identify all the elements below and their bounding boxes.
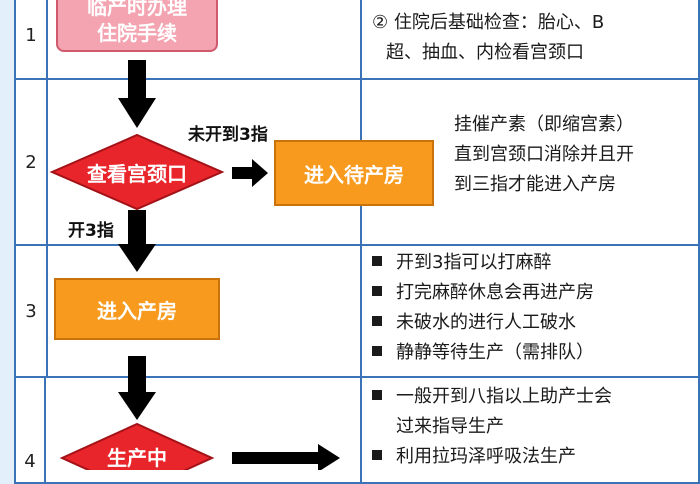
row-1: 1 ② 住院后基础检查：胎心、B 超、抽血、内检看宫颈口 <box>16 0 698 80</box>
text-line: ② 住院后基础检查：胎心、B <box>372 12 605 33</box>
bullet-text: 一般开到八指以上助产士会 <box>396 386 612 407</box>
bullet-item: 过来指导生产 <box>372 412 688 442</box>
bullet-item: 未破水的进行人工破水 <box>372 308 688 338</box>
decision-text: 查看宫颈口 <box>87 161 187 186</box>
row-4-bullets: 一般开到八指以上助产士会 过来指导生产 利用拉玛泽呼吸法生产 <box>372 382 688 472</box>
text-line: 超、抽血、内检看宫颈口 <box>386 42 584 63</box>
bullet-item: 利用拉玛泽呼吸法生产 <box>372 442 688 472</box>
bullet-text: 未破水的进行人工破水 <box>396 312 576 333</box>
text-line: 挂催产素（即缩宫素） <box>454 114 634 135</box>
bullet-square-icon <box>372 450 382 460</box>
right-arrow-icon <box>232 444 340 470</box>
bullet-item: 开到3指可以打麻醉 <box>372 248 688 278</box>
row-2-text: 挂催产素（即缩宫素） 直到宫颈口消除并且开 到三指才能进入产房 <box>454 110 688 200</box>
decision-diamond <box>59 422 215 470</box>
down-arrow-icon <box>118 210 156 272</box>
down-arrow-icon <box>118 356 156 420</box>
bullet-item: 静静等待生产（需排队） <box>372 338 688 368</box>
decision-diamond <box>49 133 225 211</box>
bullet-text: 静静等待生产（需排队） <box>396 342 594 363</box>
row-number: 1 <box>16 0 48 78</box>
bullet-text: 利用拉玛泽呼吸法生产 <box>396 446 576 467</box>
box-line: 临产时办理 <box>87 0 187 19</box>
bullet-square-icon <box>372 316 382 326</box>
flow-arrows-layer <box>49 60 340 470</box>
bullet-text: 打完麻醉休息会再进产房 <box>396 282 594 303</box>
bullet-square-icon <box>372 346 382 356</box>
flowchart-frame: 1 ② 住院后基础检查：胎心、B 超、抽血、内检看宫颈口 2 挂催产素（即缩宫素… <box>14 0 700 484</box>
row-number: 3 <box>16 246 48 376</box>
waiting-room-box: 进入待产房 <box>274 140 434 206</box>
down-label: 开3指 <box>68 221 114 241</box>
bullet-item: 一般开到八指以上助产士会 <box>372 382 688 412</box>
column-divider <box>360 0 362 78</box>
row-number: 4 <box>16 378 46 482</box>
right-arrow-icon <box>232 159 268 187</box>
bullet-item: 打完麻醉休息会再进产房 <box>372 278 688 308</box>
row-4: 4 一般开到八指以上助产士会 过来指导生产 利用拉玛泽呼吸法生产 <box>16 378 698 482</box>
row-3-bullets: 开到3指可以打麻醉 打完麻醉休息会再进产房 未破水的进行人工破水 静静等待生产（… <box>372 248 688 368</box>
down-arrow-icon <box>118 60 156 128</box>
bullet-text: 过来指导生产 <box>396 416 504 437</box>
column-divider <box>360 378 362 482</box>
text-line: 到三指才能进入产房 <box>454 174 616 195</box>
side-label: 未开到3指 <box>188 125 268 145</box>
bullet-square-icon <box>372 286 382 296</box>
bullet-square-icon <box>372 256 382 266</box>
row-number: 2 <box>16 80 48 244</box>
admission-box: 临产时办理 住院手续 <box>56 0 218 52</box>
row-2: 2 挂催产素（即缩宫素） 直到宫颈口消除并且开 到三指才能进入产房 <box>16 80 698 246</box>
box-line: 住院手续 <box>97 21 177 45</box>
bullet-text: 开到3指可以打麻醉 <box>396 252 552 273</box>
delivery-room-box: 进入产房 <box>54 278 220 340</box>
decision-text: 生产中 <box>107 445 167 470</box>
column-divider <box>360 246 362 376</box>
row-1-text: ② 住院后基础检查：胎心、B 超、抽血、内检看宫颈口 <box>372 8 688 68</box>
text-line: 直到宫颈口消除并且开 <box>454 144 634 165</box>
row-3: 3 开到3指可以打麻醉 打完麻醉休息会再进产房 未破水的进行人工破水 静静等待生… <box>16 246 698 378</box>
bullet-square-icon <box>372 390 382 400</box>
